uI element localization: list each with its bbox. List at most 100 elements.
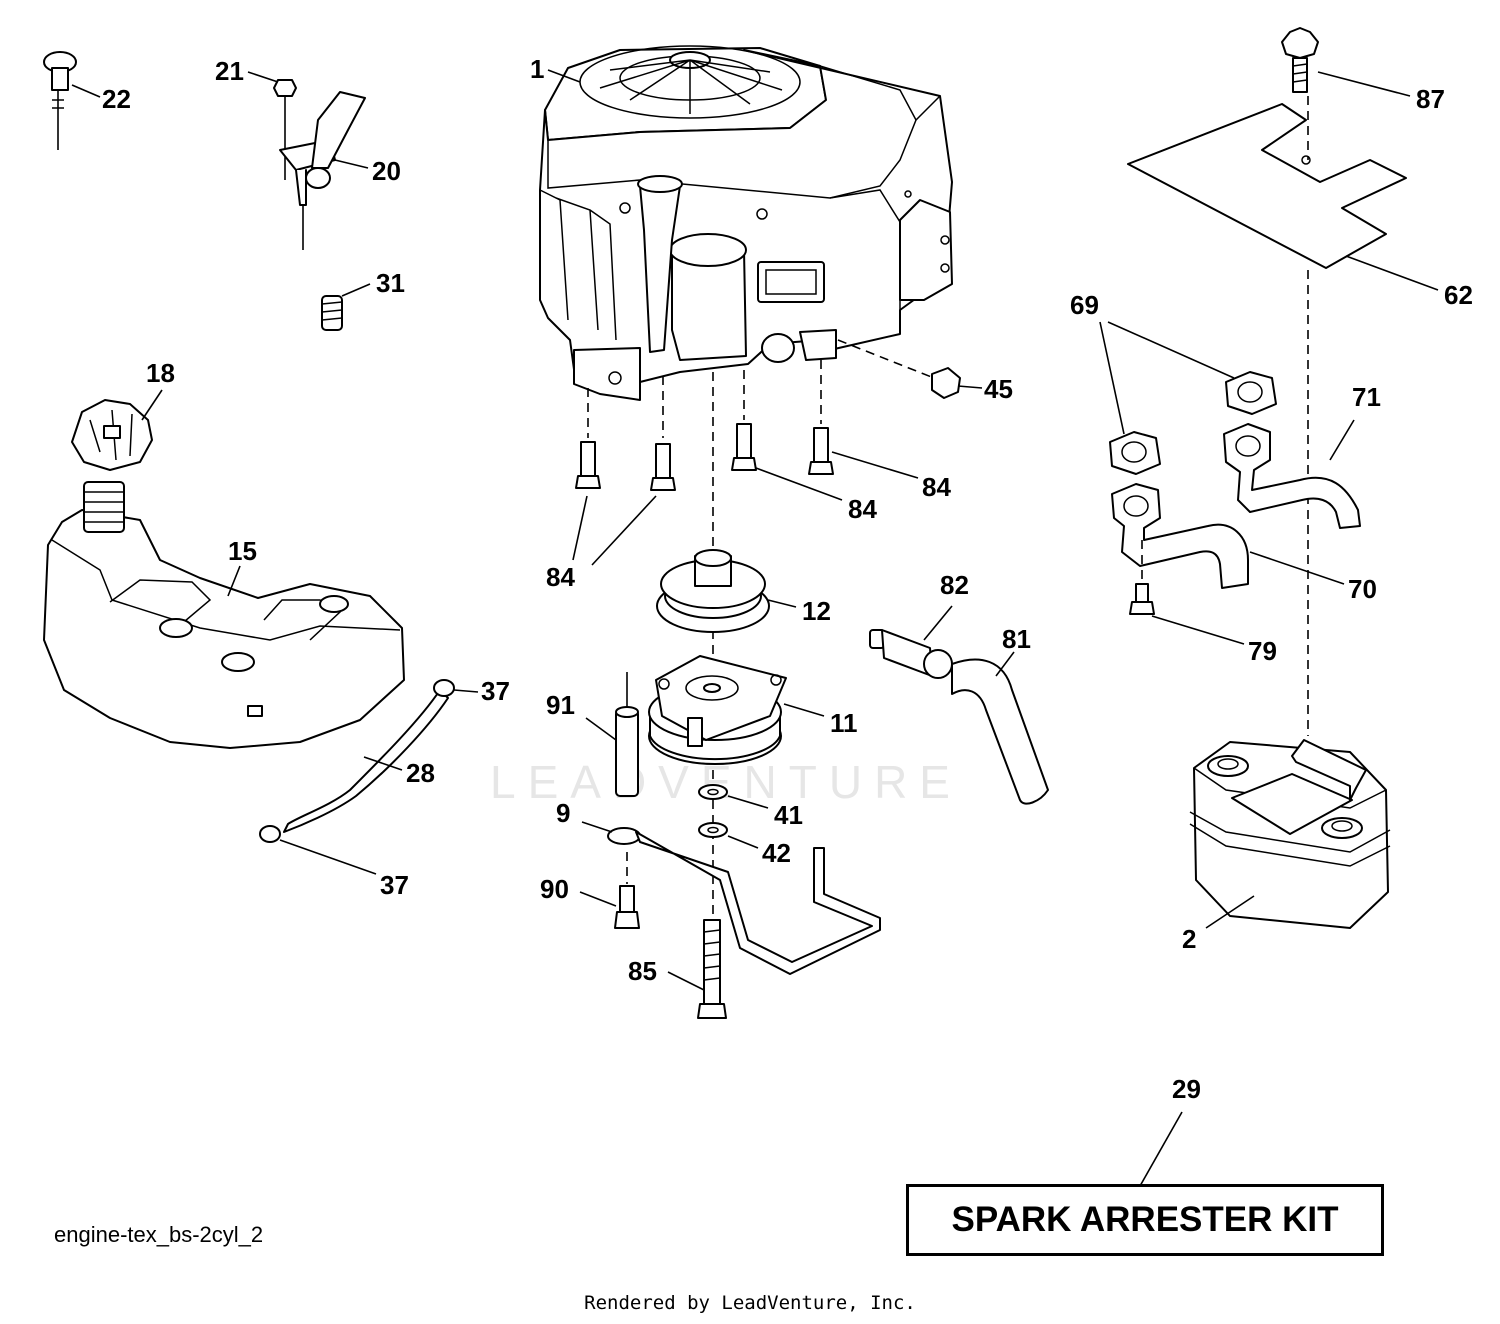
callout-37-lower: 37 (380, 870, 409, 900)
callout-21: 21 (215, 56, 244, 86)
callout-41: 41 (774, 800, 803, 830)
leader-84-a (572, 495, 588, 561)
center-line-45 (837, 339, 935, 379)
leader-11 (783, 703, 825, 717)
leader-42 (727, 835, 759, 849)
part-20-throttle-control[interactable] (279, 91, 366, 250)
leader-79 (1151, 615, 1245, 645)
part-84-bolt-3[interactable] (731, 370, 757, 471)
part-37-clamp-lower[interactable] (259, 825, 281, 843)
leader-9 (581, 821, 613, 833)
leader-31 (341, 283, 371, 297)
callout-70: 70 (1348, 574, 1377, 604)
callout-29: 29 (1172, 1074, 1201, 1104)
rendered-by-credit: Rendered by LeadVenture, Inc. (584, 1292, 916, 1314)
callout-11: 11 (830, 708, 858, 738)
leader-21 (247, 71, 279, 83)
leader-69-a (1099, 321, 1125, 435)
callout-28: 28 (406, 758, 435, 788)
leader-28 (363, 756, 403, 771)
part-9-bracket[interactable] (607, 827, 881, 975)
callout-82: 82 (940, 570, 969, 600)
part-84-bolt-4[interactable] (808, 360, 834, 475)
leader-29 (1139, 1111, 1183, 1187)
part-84-bolt-2[interactable] (650, 376, 676, 491)
part-84-bolt-1[interactable] (575, 388, 601, 489)
leader-87 (1317, 71, 1411, 97)
part-11-pto-clutch[interactable] (648, 655, 787, 765)
part-12-pulley[interactable] (656, 549, 770, 633)
leader-1 (547, 69, 581, 83)
leader-84-b (755, 467, 843, 501)
leader-15 (227, 565, 241, 597)
leader-22 (71, 84, 101, 98)
callout-18: 18 (146, 358, 175, 388)
leader-85 (667, 971, 705, 991)
part-91-spacer[interactable] (615, 672, 639, 797)
callout-12: 12 (802, 596, 831, 626)
callout-79: 79 (1248, 636, 1277, 666)
leader-2 (1205, 895, 1255, 929)
callout-22: 22 (102, 84, 131, 114)
leader-69-b (1107, 321, 1235, 379)
leader-82 (923, 605, 953, 641)
part-41-washer[interactable] (698, 784, 728, 800)
callout-45: 45 (984, 374, 1013, 404)
part-42-washer[interactable] (698, 822, 728, 838)
leader-37-lower (279, 839, 377, 875)
part-2-muffler[interactable] (1189, 739, 1391, 929)
part-1-engine[interactable] (539, 45, 953, 401)
callout-1: 1 (530, 54, 544, 84)
callout-69: 69 (1070, 290, 1099, 320)
leader-41 (727, 795, 769, 809)
callout-84-b: 84 (848, 494, 877, 524)
part-79-bolt[interactable] (1129, 540, 1155, 615)
callout-81: 81 (1002, 624, 1031, 654)
callout-84-c: 84 (922, 472, 951, 502)
part-45-nut[interactable] (931, 367, 961, 399)
part-21-bolt[interactable] (273, 79, 297, 180)
leader-90 (579, 891, 617, 907)
part-90-bolt[interactable] (614, 852, 640, 929)
callout-87: 87 (1416, 84, 1445, 114)
callout-20: 20 (372, 156, 401, 186)
part-85-bolt[interactable] (697, 919, 727, 1019)
part-71-exhaust-pipe[interactable] (1223, 423, 1361, 529)
callout-9: 9 (556, 798, 570, 828)
leader-81 (995, 651, 1015, 677)
leader-91 (585, 717, 617, 741)
callout-31: 31 (376, 268, 405, 298)
callout-71: 71 (1352, 382, 1381, 412)
part-15-fuel-tank[interactable] (43, 481, 405, 749)
part-31-spring[interactable] (321, 295, 343, 331)
part-37-clamp-upper[interactable] (433, 679, 455, 697)
callout-85: 85 (628, 956, 657, 986)
leader-84-a2 (591, 495, 657, 566)
callout-62: 62 (1444, 280, 1473, 310)
leader-12 (767, 599, 797, 608)
part-28-fuel-line[interactable] (283, 689, 449, 833)
part-18-fuel-cap[interactable] (71, 399, 153, 471)
callout-91: 91 (546, 690, 575, 720)
leader-18 (141, 389, 163, 421)
part-62-heat-shield[interactable] (1127, 103, 1407, 269)
callout-37-upper: 37 (481, 676, 510, 706)
callout-15: 15 (228, 536, 257, 566)
part-22-choke-knob[interactable] (43, 51, 77, 150)
callout-42: 42 (762, 838, 791, 868)
leader-37-upper (453, 689, 479, 693)
callout-84-a: 84 (546, 562, 575, 592)
part-69-gasket-upper[interactable] (1225, 371, 1277, 415)
callout-90: 90 (540, 874, 569, 904)
part-69-gasket-lower[interactable] (1109, 431, 1161, 475)
part-81-hose[interactable] (951, 658, 1049, 805)
diagram-code: engine-tex_bs-2cyl_2 (54, 1222, 264, 1247)
leader-62 (1345, 255, 1439, 291)
part-70-exhaust-pipe[interactable] (1111, 483, 1249, 589)
spark-arrester-kit-label: SPARK ARRESTER KIT (906, 1184, 1384, 1256)
leader-20 (334, 159, 369, 169)
callout-2: 2 (1182, 924, 1196, 954)
part-87-knob-screw[interactable] (1281, 27, 1319, 93)
part-82-fitting[interactable] (869, 629, 953, 679)
